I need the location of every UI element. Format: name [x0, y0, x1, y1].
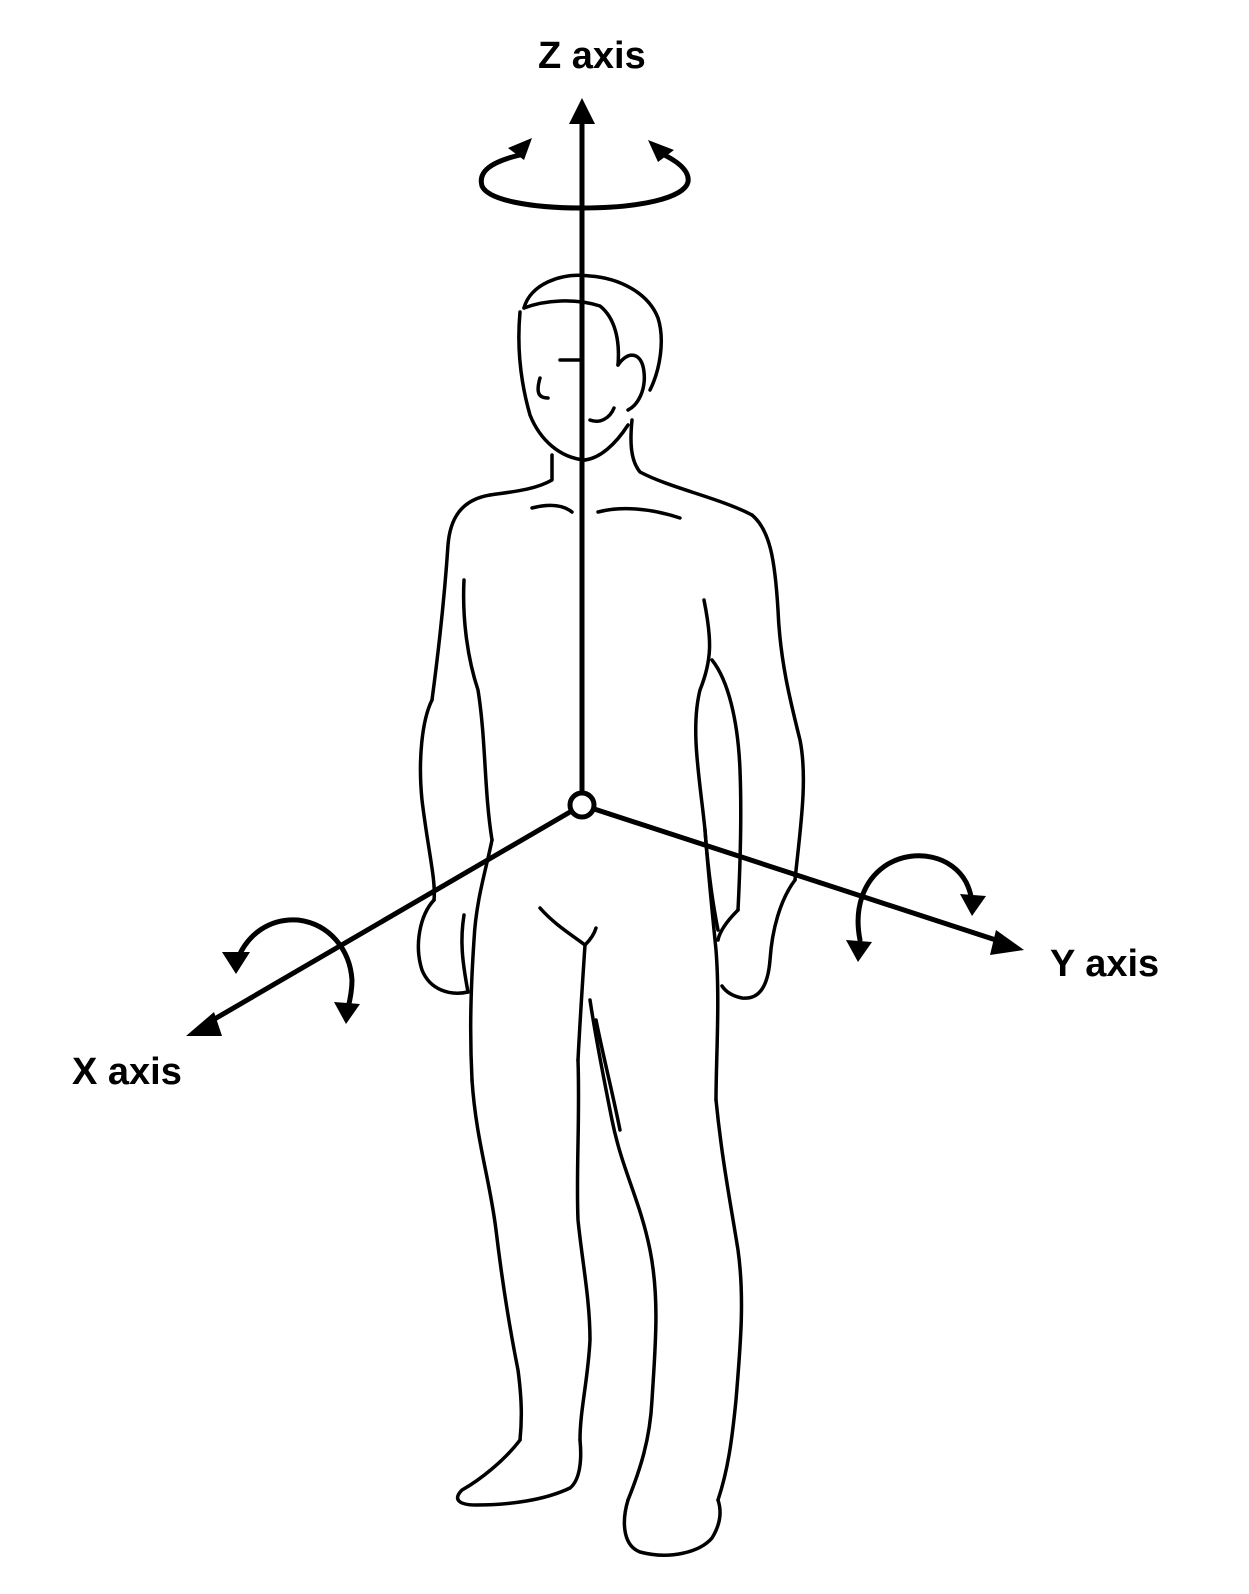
- left-shoulder: [430, 493, 492, 702]
- left-leg-inner: [575, 1058, 592, 1442]
- x-rotation-arrowhead-right: [334, 1002, 360, 1024]
- right-arm-inner2: [710, 658, 743, 912]
- face-left: [517, 310, 587, 462]
- z-rotation-ring: [478, 149, 691, 211]
- x-axis-arrowhead: [186, 1012, 222, 1036]
- y-rotation-arrowhead-top: [960, 894, 986, 916]
- right-hand: [720, 878, 797, 1000]
- z-axis: [478, 98, 691, 805]
- crotch: [538, 906, 598, 947]
- right-foot: [622, 1498, 722, 1557]
- left-hand-inner: [460, 913, 470, 994]
- torso-right: [703, 828, 720, 1102]
- mouth: [588, 406, 616, 423]
- ear: [616, 353, 647, 412]
- z-axis-arrowhead: [569, 98, 595, 124]
- head-hair: [522, 273, 664, 392]
- x-axis-label: X axis: [72, 1051, 182, 1093]
- left-hand: [416, 898, 470, 995]
- z-rotation-arrowhead-left: [508, 138, 532, 160]
- y-axis: [581, 802, 1024, 962]
- left-arm-outer: [418, 698, 437, 902]
- nose: [536, 376, 550, 400]
- collar-left: [530, 503, 574, 514]
- y-rotation-arrowhead-bottom: [846, 940, 872, 962]
- origin-point: [567, 790, 597, 820]
- left-arm-inner: [461, 578, 494, 842]
- y-rotation-arc: [855, 853, 975, 943]
- y-axis-line: [581, 802, 1003, 945]
- right-shoulder: [750, 513, 806, 882]
- inner-left-leg-top: [576, 943, 587, 1062]
- torso-left: [468, 838, 494, 1082]
- right-leg-inner: [588, 998, 658, 1502]
- right-leg-inner2: [594, 1018, 622, 1132]
- jaw: [583, 423, 630, 462]
- left-foot: [455, 1438, 583, 1507]
- y-axis-label: Y axis: [1050, 943, 1159, 985]
- x-axis: [186, 802, 584, 1036]
- z-axis-label: Z axis: [538, 35, 646, 77]
- x-rotation-arrowhead-left: [222, 952, 250, 974]
- human-figure: [416, 273, 806, 1557]
- x-axis-line: [204, 802, 584, 1027]
- collar-right: [596, 506, 682, 520]
- y-axis-arrowhead: [990, 930, 1024, 955]
- neck-left: [488, 453, 554, 497]
- right-leg-outer: [714, 1098, 744, 1502]
- neck-right: [629, 418, 754, 517]
- z-rotation-arrowhead-right: [648, 140, 674, 162]
- right-arm-inner: [693, 598, 720, 932]
- x-rotation-arc: [235, 917, 355, 1011]
- left-leg-outer: [470, 1078, 524, 1442]
- right-hand-inner: [716, 908, 740, 942]
- hairline: [522, 299, 621, 367]
